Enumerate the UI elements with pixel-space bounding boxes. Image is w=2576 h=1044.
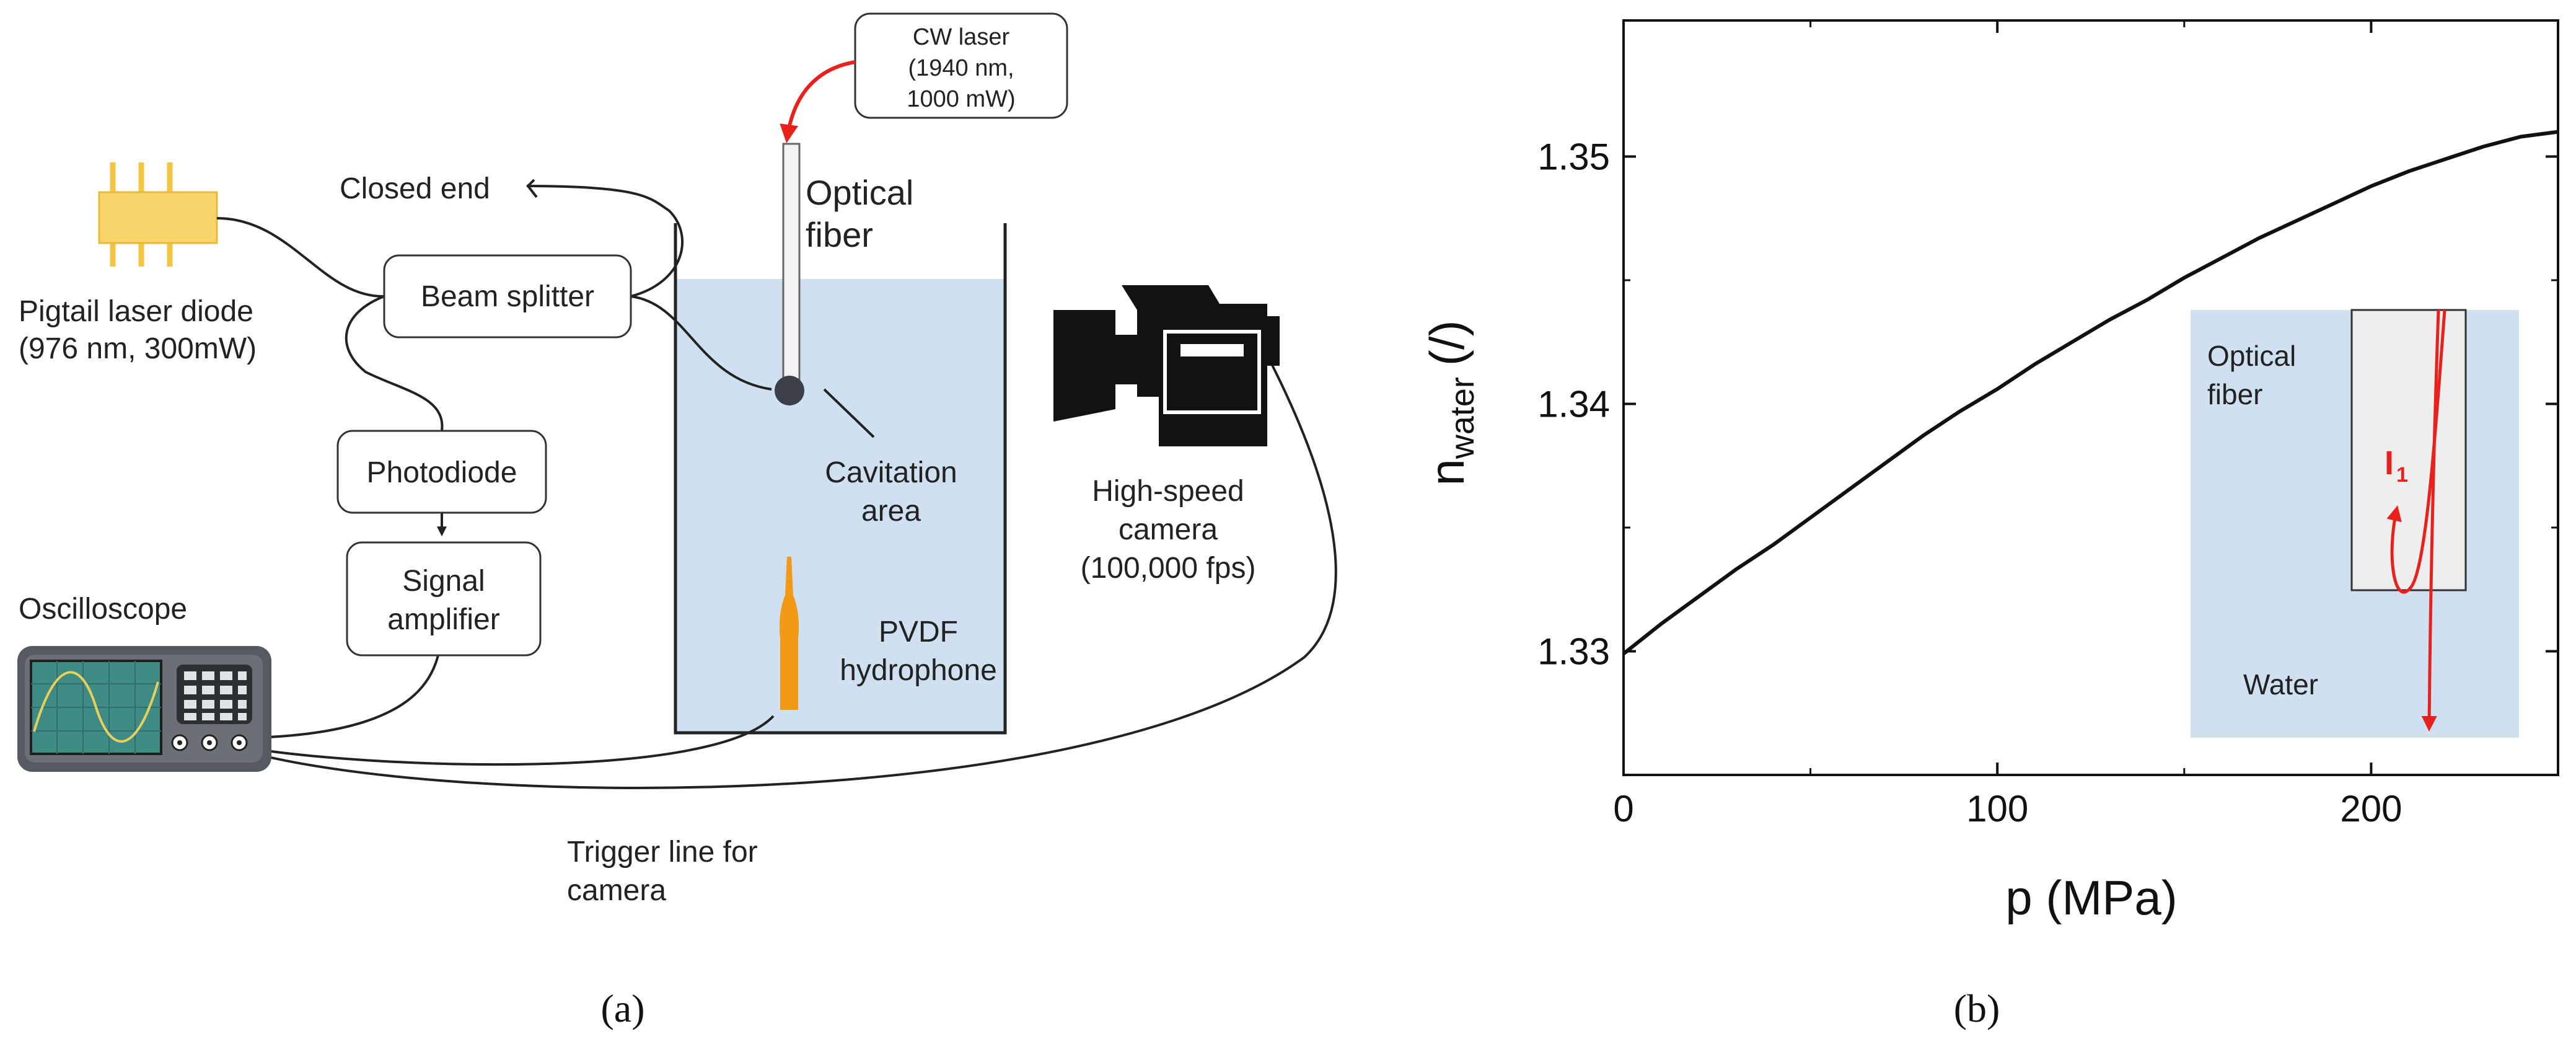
- x-axis-title: p (MPa): [2005, 870, 2177, 925]
- inset-reflection-arrow: [2386, 309, 2446, 594]
- oscilloscope-icon: [17, 646, 271, 772]
- signal-amplifier-box: [346, 541, 542, 657]
- y-axis-title-main: n: [1420, 459, 1474, 485]
- water-volume: [675, 279, 1004, 732]
- chart-axes: 0 100 200 1.33 1.34 1.35: [1537, 19, 2559, 829]
- pigtail-laser-label-line2: (976 nm, 300mW): [19, 332, 257, 365]
- inset-transmission-arrow: [2421, 309, 2440, 732]
- cw-laser-label-line1: CW laser: [913, 24, 1010, 50]
- high-speed-camera-label-line3: (100,000 fps): [1081, 552, 1256, 585]
- chart-marks: [1622, 130, 2559, 655]
- pvdf-hydrophone-icon: [779, 557, 799, 710]
- water-tank: [674, 223, 1007, 735]
- closed-end-arrow-icon: [526, 179, 538, 198]
- optical-fiber-label-line1: Optical: [806, 173, 913, 212]
- high-speed-camera-icon: [1053, 285, 1280, 446]
- y-tick-label: 1.35: [1537, 136, 1610, 177]
- pvdf-hydrophone-label-line2: hydrophone: [840, 654, 997, 687]
- photodiode-box: [336, 430, 547, 514]
- optical-fiber-label-line2: fiber: [806, 215, 873, 254]
- cw-laser-box: [854, 12, 1068, 119]
- cw-laser-label-line3: 1000 mW): [907, 86, 1015, 112]
- inset-optical-fiber: [2350, 309, 2467, 591]
- y-axis-title-sub: water: [1444, 377, 1481, 459]
- x-tick-label: 100: [1966, 788, 2028, 829]
- y-axis-title-unit: (/): [1420, 320, 1474, 366]
- y-axis-title: nwater (/): [1420, 320, 1481, 485]
- pvdf-hydrophone-label-line1: PVDF: [879, 616, 958, 648]
- inset-intensity-sub: 1: [2396, 463, 2408, 487]
- high-speed-camera-label-line2: camera: [1119, 513, 1218, 546]
- signal-amplifier-label-line1: Signal: [402, 565, 485, 598]
- oscilloscope-label: Oscilloscope: [19, 593, 187, 626]
- cavitation-area-label-line2: area: [861, 495, 921, 528]
- beam-splitter-box: [383, 254, 632, 338]
- series-line: [1622, 130, 2559, 655]
- panel-a-caption: (a): [600, 986, 644, 1030]
- trigger-line-label-line2: camera: [567, 874, 666, 907]
- pigtail-laser-label-line1: Pigtail laser diode: [19, 295, 253, 328]
- inset-optical-fiber-label-line1: Optical: [2207, 340, 2296, 372]
- panel-a-setup-diagram: Closed end Beam splitter Pigtail laser d…: [17, 12, 1337, 1030]
- y-tick-label: 1.33: [1537, 630, 1610, 672]
- x-tick-label: 0: [1613, 788, 1633, 829]
- photodiode-label: Photodiode: [367, 456, 517, 489]
- closed-end-label: Closed end: [340, 172, 490, 205]
- panel-b-caption: (b): [1954, 986, 2000, 1030]
- optical-fiber-probe: [782, 143, 801, 388]
- high-speed-camera-label-line1: High-speed: [1092, 475, 1244, 508]
- inset-water-label: Water: [2243, 668, 2318, 701]
- y-tick-label: 1.34: [1537, 383, 1610, 425]
- beam-splitter-label: Beam splitter: [421, 280, 594, 313]
- cw-laser-arrow: [780, 60, 856, 143]
- x-tick-label: 200: [2340, 788, 2402, 829]
- cw-laser-label-line2: (1940 nm,: [908, 55, 1014, 81]
- signal-amplifier-label-line2: amplifier: [387, 603, 499, 636]
- plot-frame: [1622, 19, 2559, 776]
- pigtail-laser-diode-icon: [98, 162, 218, 267]
- inset-intensity-main: I: [2385, 445, 2394, 482]
- cavitation-area-label-line1: Cavitation: [825, 456, 957, 489]
- trigger-line-label-line1: Trigger line for: [567, 836, 758, 869]
- inset-optical-fiber-label-line2: fiber: [2207, 378, 2262, 410]
- cavitation-bubble: [775, 376, 804, 405]
